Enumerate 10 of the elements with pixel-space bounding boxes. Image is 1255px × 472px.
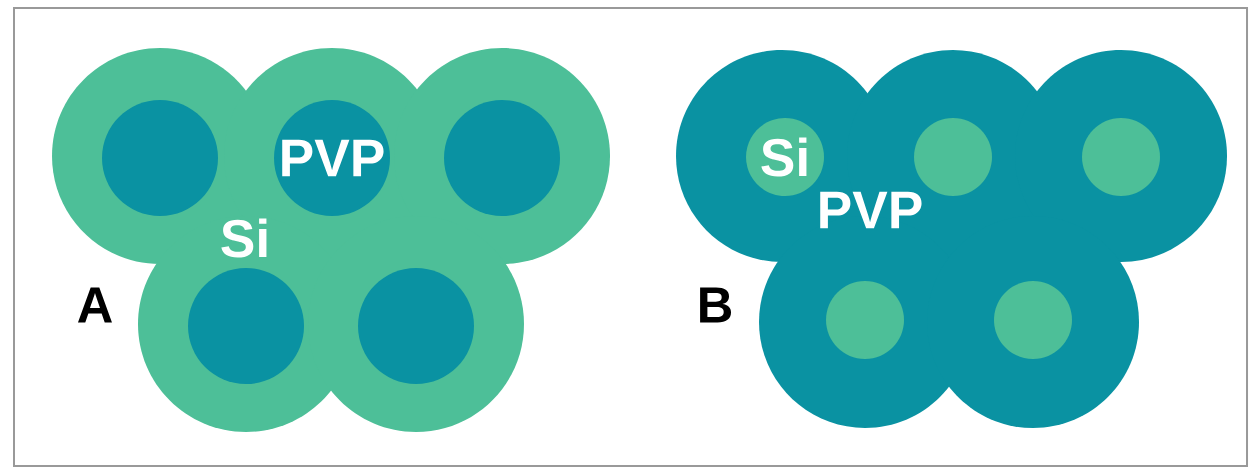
circle — [102, 100, 218, 216]
circle — [444, 100, 560, 216]
material-label: Si — [221, 218, 267, 258]
panel-letter: B — [700, 287, 731, 323]
circle — [188, 268, 304, 384]
circle — [1082, 118, 1160, 196]
circle — [358, 268, 474, 384]
circle — [826, 281, 904, 359]
circle — [994, 281, 1072, 359]
panel-letter: A — [77, 287, 112, 323]
